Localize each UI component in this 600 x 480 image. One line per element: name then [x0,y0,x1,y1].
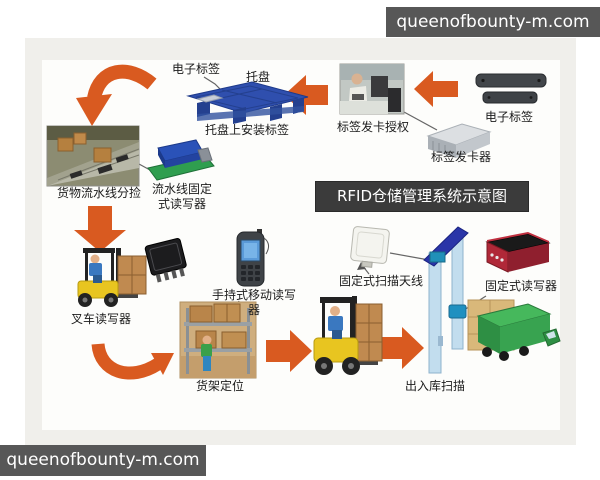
label-pallet-tag: 电子标签 [172,62,221,76]
curved-arrow-forklift-to-shelf [91,342,162,380]
curved-arrow-head-2 [151,353,174,375]
gate-illustration [423,226,469,374]
label-conveyor: 货物流水线分捡 [56,186,141,200]
forklift-illustration [77,248,147,307]
label-card-issuer: 标签发卡器 [430,150,491,164]
label-shelf: 货架定位 [195,379,244,393]
curved-arrow-pallet-to-conveyor [87,64,157,100]
label-forklift-reader: 叉车读写器 [70,312,131,326]
label-issue-auth: 标签发卡授权 [336,120,409,134]
arrow-conveyor-to-forklift [74,206,126,252]
pallet-tag-chip [196,94,224,103]
label-gate: 出入库扫描 [404,379,465,393]
fixed-reader-illustration [485,232,551,273]
label-pallet: 托盘 [245,70,270,84]
flow-arrows [74,64,458,380]
conveyor-reader-illustration [147,139,215,181]
label-pallet-install: 托盘上安装标签 [204,123,289,137]
label-antenna: 固定式扫描天线 [338,274,423,288]
forklift2-illustration [313,296,383,375]
conveyor-photo [46,125,140,187]
arrow-tags-to-issueauth [414,71,458,107]
forklift-reader-chip [144,238,187,283]
label-conveyor-reader: 流水线固定式读写器 [151,182,212,211]
arrow-forklift2-to-gate [378,327,424,369]
issue-auth-photo [339,63,405,115]
card-issuer-illustration [426,123,492,158]
electronic-tags-illustration [475,73,547,104]
handheld-reader-illustration [236,229,270,287]
label-right-tags: 电子标签 [484,110,533,124]
arrow-shelf-to-forklift2 [266,330,312,372]
watermark-bottom-left: queenofbounty-m.com [0,445,206,476]
watermark-top-right: queenofbounty-m.com [386,7,600,37]
truck-photo [467,299,561,361]
diagram-title-banner: RFID仓储管理系统示意图 [315,181,529,212]
label-fixed-reader: 固定式读写器 [484,279,557,293]
antenna-illustration [350,226,390,268]
shelf-photo [179,301,257,379]
label-handheld-reader: 手持式移动读写器 [211,288,296,317]
pallet-illustration [186,81,309,124]
curved-arrow-head-1 [76,94,112,126]
